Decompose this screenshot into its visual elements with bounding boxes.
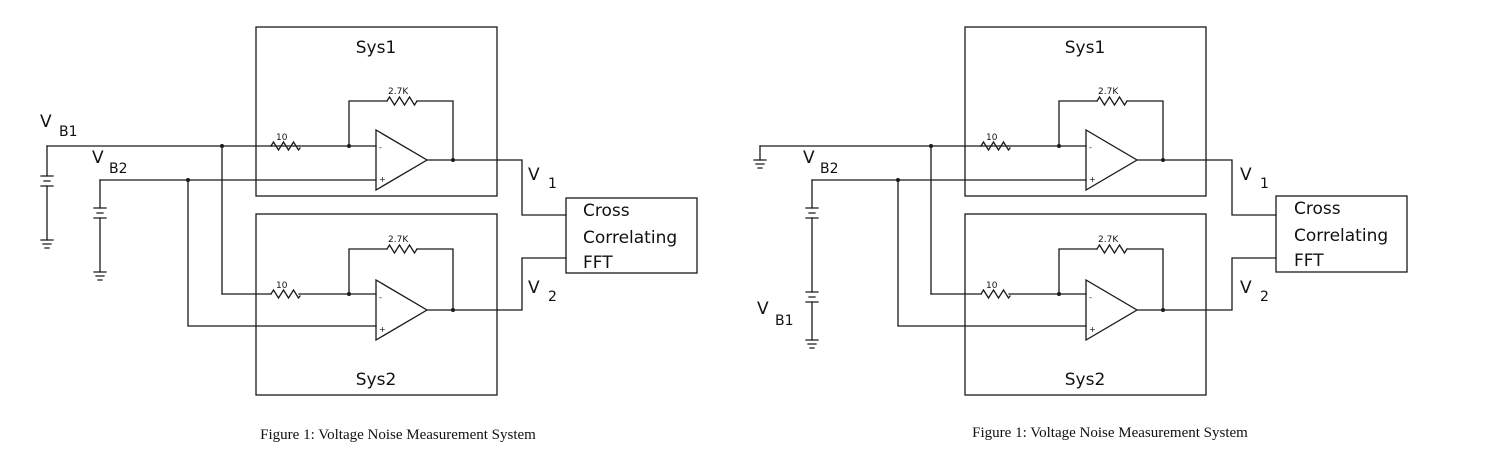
sys2-opamp (1085, 278, 1139, 342)
v1-output-wire (452, 159, 567, 216)
vb2-battery-symbol (93, 207, 107, 219)
v1-label: V (528, 165, 540, 185)
sys1-opamp-minus: - (1089, 143, 1092, 152)
sys2-opamp-plus: + (1089, 325, 1096, 334)
figure-caption: Figure 1: Voltage Noise Measurement Syst… (972, 425, 1248, 441)
sys1-label: Sys1 (1065, 38, 1106, 58)
sys1-box (964, 26, 1207, 197)
vb1-label-sub: B1 (59, 124, 78, 140)
fft-box (1275, 195, 1408, 273)
fft-line3: FFT (583, 253, 613, 273)
sys1-opamp-plus: + (1089, 175, 1096, 184)
sys2-input-resistor (270, 288, 301, 300)
sys2-box (255, 213, 498, 396)
v2-output-wire (1162, 257, 1277, 311)
v2-label: V (528, 278, 540, 298)
fft-line2: Correlating (1294, 226, 1388, 246)
vb1-ground-icon (40, 239, 54, 249)
ground-icon (753, 159, 767, 169)
sys2-opamp-plus: + (379, 325, 386, 334)
sys2-feedback-resistor-label: 2.7K (1098, 235, 1119, 245)
sys1-opamp (1085, 128, 1139, 192)
vb2-label-sub: B2 (820, 161, 839, 177)
sys2-label: Sys2 (1065, 370, 1106, 390)
fft-box (565, 197, 698, 274)
vb1-ground-icon (805, 339, 819, 349)
sys1-label: Sys1 (356, 38, 397, 58)
v1-label-sub: 1 (548, 176, 557, 192)
sys2-junction (1057, 292, 1061, 296)
sys2-feedback-wire (348, 248, 454, 311)
vb1-battery-symbol (805, 291, 819, 303)
sys1-junction (1057, 144, 1061, 148)
vb2-battery-symbol (805, 207, 819, 219)
sys1-input-resistor-label: 10 (986, 133, 998, 143)
v2-output-wire (452, 257, 567, 311)
fft-line2: Correlating (583, 228, 677, 248)
sys1-junction (347, 144, 351, 148)
sys2-opamp (375, 278, 429, 342)
figure-right: Sys1 Sys2 - + 2.7K 10 - + 2.7K 10 (753, 26, 1408, 441)
sys1-feedback-resistor (386, 95, 418, 107)
sys1-feedback-wire (348, 100, 454, 161)
vb2-ground-icon (93, 271, 107, 281)
v2-label: V (1240, 278, 1252, 298)
sys1-input-resistor-label: 10 (276, 133, 288, 143)
sys1-input-resistor (980, 140, 1011, 152)
sys1-feedback-resistor (1096, 95, 1128, 107)
vb2-label: V (803, 148, 815, 168)
sys2-input-resistor (980, 288, 1011, 300)
sys2-feedback-resistor (386, 243, 418, 255)
sys2-opamp-minus: - (1089, 293, 1092, 302)
figure-left: Sys1 Sys2 - + 2.7K 10 - + 2.7K 10 (40, 26, 698, 443)
sys1-box (255, 26, 498, 197)
sys2-feedback-wire (1058, 248, 1164, 311)
sys1-opamp (375, 128, 429, 192)
figure-caption: Figure 1: Voltage Noise Measurement Syst… (260, 427, 536, 443)
vb2-to-sys2-wire (187, 179, 377, 327)
sys2-box (964, 213, 1207, 396)
vb-to-sys2-wire (897, 179, 1087, 327)
v1-label-sub: 1 (1260, 176, 1269, 192)
sys2-feedback-resistor-label: 2.7K (388, 235, 409, 245)
sys2-input-resistor-label: 10 (276, 281, 288, 291)
vb2-label: V (92, 148, 104, 168)
fft-line3: FFT (1294, 251, 1324, 271)
sys1-feedback-wire (1058, 100, 1164, 161)
vb1-label: V (40, 112, 52, 132)
sys2-junction (347, 292, 351, 296)
sys2-opamp-minus: - (379, 293, 382, 302)
vb2-label-sub: B2 (109, 161, 128, 177)
v1-output-wire (1162, 159, 1277, 216)
sys1-feedback-resistor-label: 2.7K (1098, 87, 1119, 97)
sys2-input-resistor-label: 10 (986, 281, 998, 291)
vb1-label: V (757, 299, 769, 319)
v2-label-sub: 2 (1260, 289, 1269, 305)
v2-label-sub: 2 (548, 289, 557, 305)
sys1-opamp-plus: + (379, 175, 386, 184)
vb1-battery-symbol (40, 175, 54, 187)
sys2-feedback-resistor (1096, 243, 1128, 255)
fft-line1: Cross (1294, 199, 1341, 219)
sys1-input-resistor (270, 140, 301, 152)
sys1-feedback-resistor-label: 2.7K (388, 87, 409, 97)
sys1-opamp-minus: - (379, 143, 382, 152)
fft-line1: Cross (583, 201, 630, 221)
vb1-label-sub: B1 (775, 313, 794, 329)
sys2-label: Sys2 (356, 370, 397, 390)
v1-label: V (1240, 165, 1252, 185)
